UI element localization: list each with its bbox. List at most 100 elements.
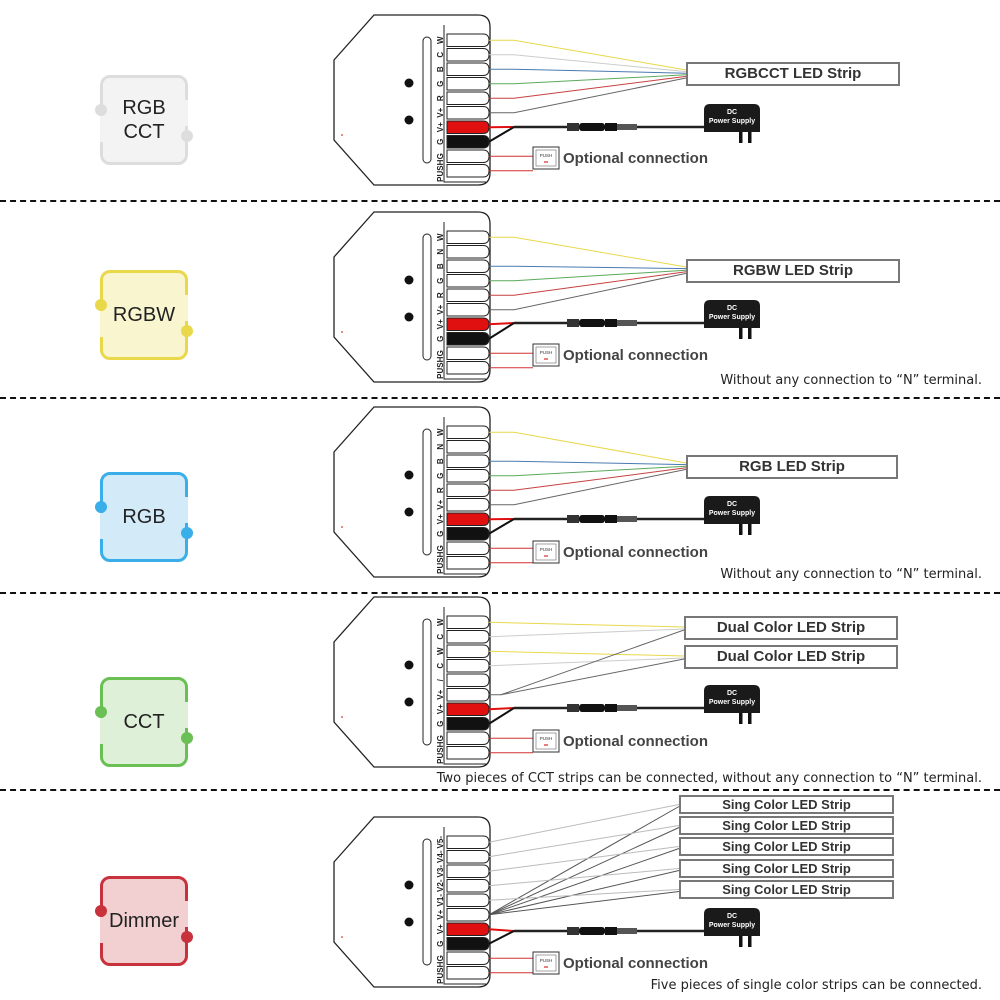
mode-box-cct: CCT [95, 677, 193, 767]
connector-gap [184, 100, 188, 126]
terminal-label: G [436, 139, 445, 145]
plug-prong [739, 936, 743, 947]
wire [489, 39, 687, 71]
terminal-port [446, 317, 490, 331]
plug-prong [739, 328, 743, 339]
dc-jack [605, 515, 617, 523]
led-indicator [341, 936, 343, 938]
terminal-label: C [436, 634, 445, 640]
led-strip-label: RGB LED Strip [686, 455, 898, 479]
status-light-slot [422, 618, 432, 746]
section-note: Two pieces of CCT strips can be connecte… [436, 771, 982, 786]
terminal-port [446, 303, 490, 317]
wire [489, 265, 687, 270]
terminal-port [446, 527, 490, 541]
terminal-port [446, 556, 490, 570]
terminal-label: W [436, 233, 445, 241]
power-supply-label: DC [727, 109, 737, 116]
terminal-label: G [436, 941, 445, 947]
terminal-label: V+ [436, 499, 445, 509]
wire [488, 889, 680, 901]
status-light-slot [422, 233, 432, 361]
terminal-block-frame [443, 417, 486, 575]
plug-prong [739, 132, 743, 143]
status-light-slot [422, 36, 432, 164]
terminal-label: V2- [436, 879, 445, 892]
terminal-port [446, 164, 490, 178]
wire [488, 657, 685, 667]
terminal-port [446, 541, 490, 555]
terminal-port [446, 425, 490, 439]
connector-dot-left [95, 905, 107, 917]
terminal-port [446, 346, 490, 360]
terminal-label: V+ [436, 107, 445, 117]
mounting-hole [404, 470, 414, 480]
wire [488, 868, 680, 887]
wire [489, 272, 687, 311]
connector-gap [100, 311, 104, 337]
mounting-hole [404, 917, 414, 927]
mode-label-line: RGB [122, 506, 166, 528]
terminal-port [446, 230, 490, 244]
plug-prong [748, 936, 752, 947]
connector-dot-right [181, 931, 193, 943]
wire [500, 658, 685, 696]
plug-prong [748, 328, 752, 339]
led-strip-label: RGBW LED Strip [686, 259, 900, 283]
terminal-port [446, 835, 490, 849]
connector-dot-left [95, 104, 107, 116]
power-supply-label: DC [727, 501, 737, 508]
mounting-hole [404, 507, 414, 517]
plug-prong [748, 713, 752, 724]
led-indicator [341, 526, 343, 528]
plug-prong [748, 524, 752, 535]
power-wire-negative [488, 518, 515, 535]
wire [489, 77, 687, 114]
terminal-port [446, 245, 490, 259]
dc-plug [567, 515, 579, 523]
wire [489, 75, 687, 99]
terminal-port [446, 120, 490, 134]
dc-plug [567, 704, 579, 712]
terminal-label: G [436, 545, 445, 551]
plug-prong [748, 132, 752, 143]
terminal-label: G [436, 336, 445, 342]
terminal-block-frame [443, 607, 486, 765]
terminal-label: V5- [436, 836, 445, 849]
power-wire-negative [488, 322, 515, 340]
status-light-slot [422, 428, 432, 556]
terminal-label: V4- [436, 850, 445, 863]
mounting-hole [404, 660, 414, 670]
terminal-port [446, 951, 490, 965]
terminal-label: G [436, 153, 445, 159]
terminal-label: V+ [436, 319, 445, 329]
terminal-port [446, 288, 490, 302]
power-supply-label: DC [727, 690, 737, 697]
connector-dot-right [181, 732, 193, 744]
power-wire-positive [488, 322, 515, 326]
terminal-port [446, 630, 490, 644]
terminal-port [446, 908, 490, 922]
terminal-port [446, 33, 490, 47]
terminal-port [446, 717, 490, 731]
terminal-port [446, 731, 490, 745]
wire [488, 870, 680, 916]
terminal-port [446, 937, 490, 951]
push-button-face [535, 732, 557, 750]
mode-label: RGBW [113, 303, 175, 327]
terminal-port [446, 149, 490, 163]
mode-label-line: RGB [122, 97, 166, 119]
power-supply-icon [704, 496, 760, 524]
power-wire-positive [488, 707, 515, 711]
wire [489, 468, 687, 506]
terminal-label: W [436, 618, 445, 626]
connector-gap [100, 513, 104, 539]
terminal-port [446, 440, 490, 454]
connector-dot-left [95, 706, 107, 718]
led-strip-label: Dual Color LED Strip [684, 645, 898, 669]
push-button-label: PUSH [540, 153, 553, 158]
wire [488, 806, 680, 916]
power-wire-negative [488, 930, 515, 945]
